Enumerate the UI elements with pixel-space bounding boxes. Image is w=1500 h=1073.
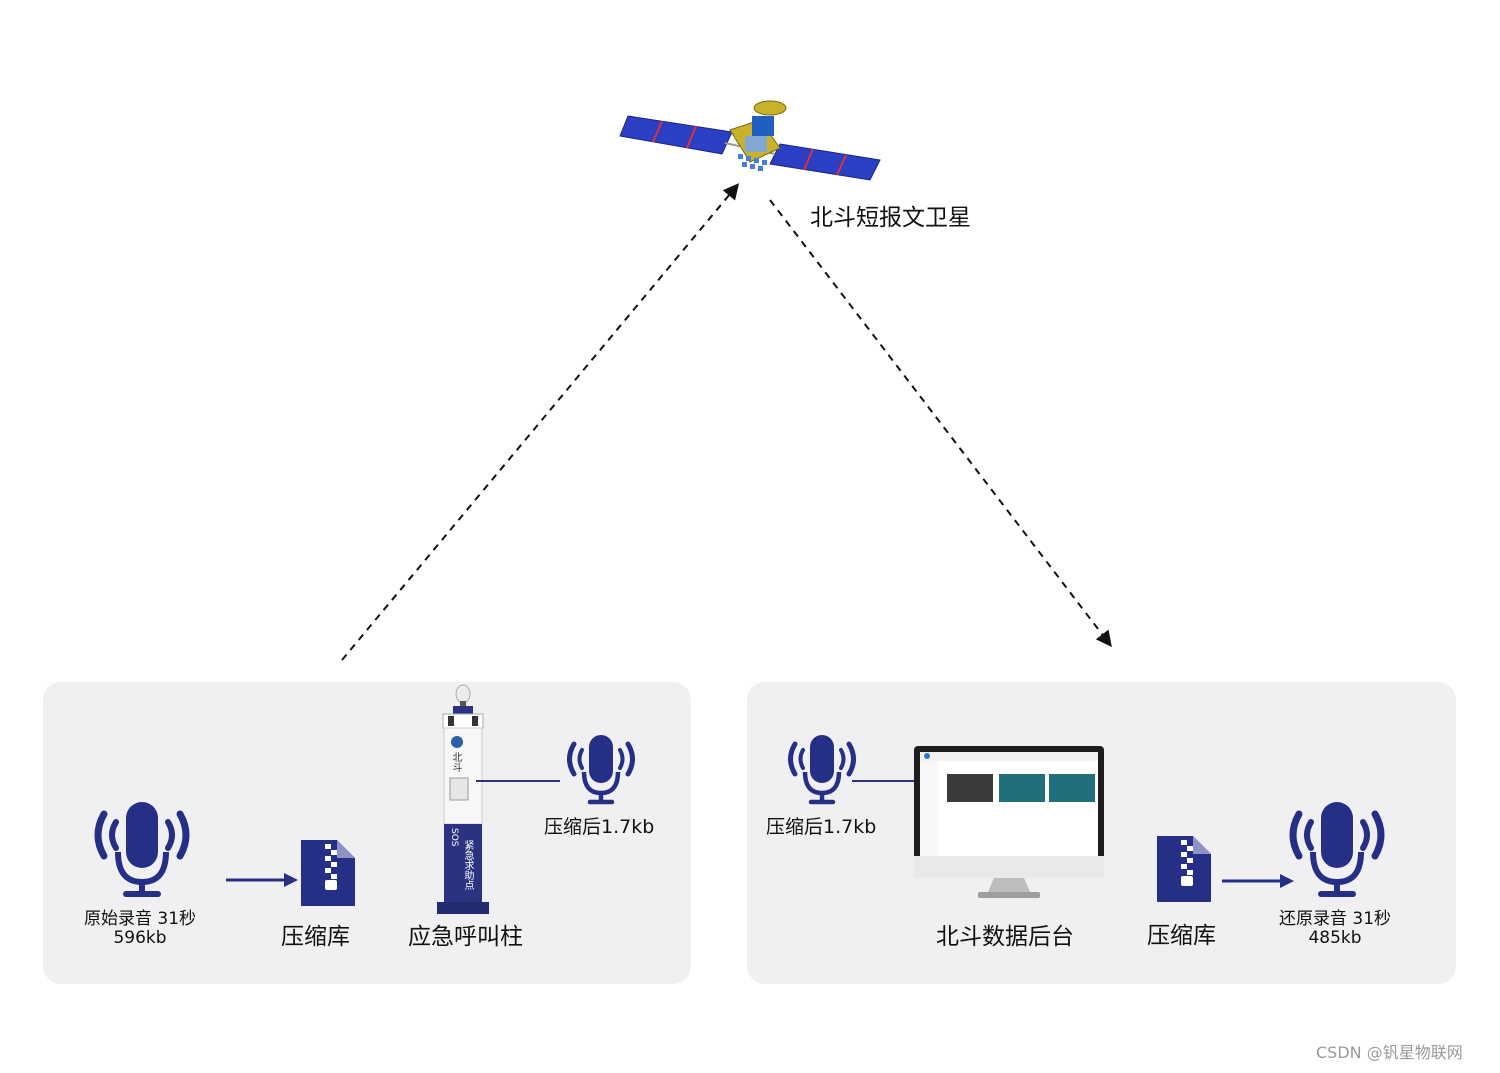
satellite-label: 北斗短报文卫星 bbox=[810, 205, 971, 231]
connector-line bbox=[476, 780, 560, 782]
restored-audio-label: 还原录音 31秒 485kb bbox=[1255, 910, 1415, 947]
downlink-arrow bbox=[769, 199, 1112, 648]
emergency-pillar-icon bbox=[437, 684, 489, 914]
original-audio-label: 原始录音 31秒 596kb bbox=[60, 910, 220, 947]
restored-audio-name: 还原录音 bbox=[1278, 909, 1347, 929]
microphone-icon bbox=[567, 735, 635, 805]
satellite-icon bbox=[619, 100, 881, 181]
original-audio-size: 596kb bbox=[113, 927, 167, 948]
compressed-label-right: 压缩后1.7kb bbox=[766, 816, 877, 838]
zip-file-icon bbox=[301, 840, 355, 906]
original-audio-duration: 31秒 bbox=[157, 909, 197, 929]
original-audio-name: 原始录音 bbox=[83, 909, 152, 929]
compressed-label-left: 压缩后1.7kb bbox=[544, 816, 655, 838]
connector-line bbox=[852, 780, 918, 782]
pillar-label: 应急呼叫柱 bbox=[408, 924, 523, 950]
compress-lib-label-left: 压缩库 bbox=[281, 924, 350, 950]
zip-file-icon bbox=[1157, 836, 1211, 902]
arrow-right-icon bbox=[1222, 874, 1294, 888]
monitor-icon bbox=[914, 746, 1104, 898]
restored-audio-size: 485kb bbox=[1308, 927, 1362, 948]
compress-lib-label-right: 压缩库 bbox=[1147, 923, 1216, 949]
microphone-icon bbox=[1289, 802, 1385, 897]
arrow-right-icon bbox=[226, 873, 298, 887]
microphone-icon bbox=[788, 735, 856, 805]
watermark: CSDN @钒星物联网 bbox=[1316, 1043, 1463, 1062]
pillar-sos-text: SOS bbox=[448, 828, 459, 847]
pillar-top-text: 北斗 bbox=[450, 752, 461, 772]
uplink-arrow bbox=[341, 183, 740, 661]
backend-label: 北斗数据后台 bbox=[936, 924, 1074, 950]
microphone-icon bbox=[94, 802, 190, 897]
restored-audio-duration: 31秒 bbox=[1352, 909, 1392, 929]
pillar-side-text: 紧急求助点 bbox=[462, 840, 473, 890]
